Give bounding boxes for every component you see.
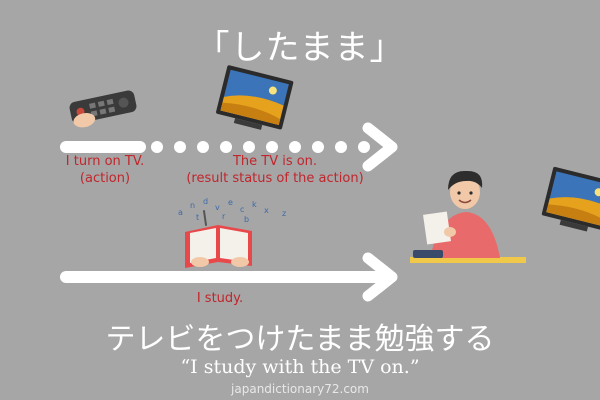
result-label-line2: (result status of the action): [186, 171, 364, 186]
svg-text:x: x: [264, 206, 269, 215]
result-label-line1: The TV is on.: [232, 154, 318, 169]
study-label: I study.: [196, 291, 244, 306]
svg-text:t: t: [196, 213, 199, 222]
action-label-line1: I turn on TV.: [65, 154, 145, 169]
example-sentence: テレビをつけたまま勉強する: [105, 322, 495, 357]
svg-text:r: r: [222, 212, 226, 221]
result-label: The TV is on. (result status of the acti…: [165, 153, 385, 187]
translation: “I study with the TV on.”: [180, 356, 420, 378]
action-label-line2: (action): [79, 171, 131, 186]
svg-text:e: e: [228, 198, 233, 207]
svg-text:z: z: [282, 209, 286, 218]
tv-icon: [216, 65, 294, 130]
svg-text:c: c: [240, 205, 244, 214]
page-title: 「したまま」: [195, 28, 405, 68]
student-icon: [410, 170, 526, 263]
remote-control-icon: [69, 90, 137, 128]
svg-text:b: b: [244, 215, 249, 224]
svg-text:a: a: [178, 208, 183, 217]
bottom-arrowhead: [362, 252, 398, 302]
svg-text:d: d: [203, 197, 208, 206]
action-label: I turn on TV. (action): [50, 153, 160, 187]
top-arrowhead: [362, 122, 398, 172]
result-dotted-line: [151, 141, 370, 153]
svg-text:n: n: [190, 201, 195, 210]
tv-icon: [541, 166, 600, 232]
svg-text:k: k: [252, 200, 257, 209]
website-credit: japandictionary72.com: [231, 382, 369, 396]
svg-text:v: v: [215, 203, 220, 212]
